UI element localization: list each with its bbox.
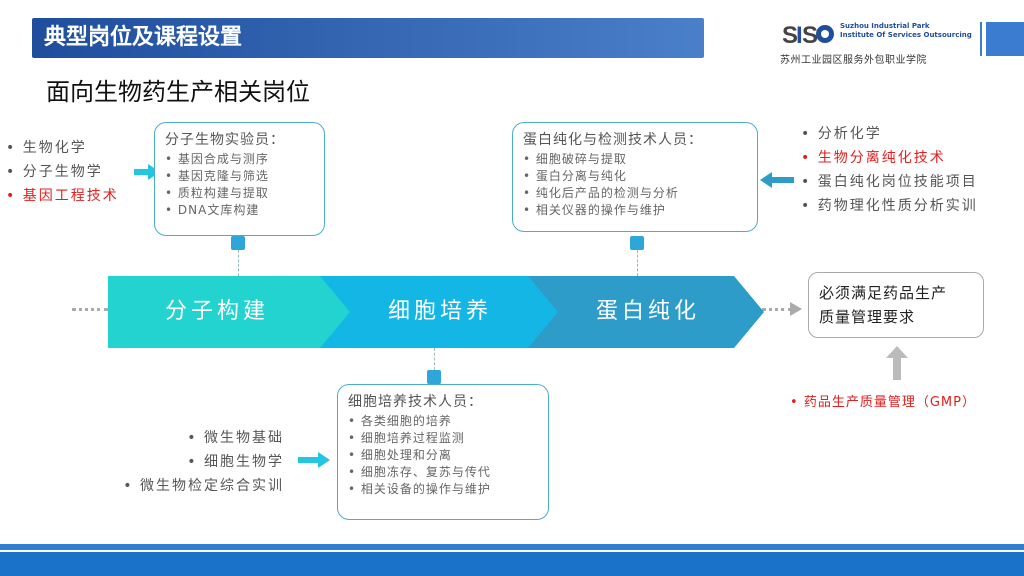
card-title: 蛋白纯化与检测技术人员： <box>523 132 703 148</box>
list-item: 蛋白纯化岗位技能项目 <box>801 170 978 194</box>
gmp-course: • 药品生产质量管理（GMP） <box>790 395 976 410</box>
page-subtitle: 面向生物药生产相关岗位 <box>46 78 310 106</box>
protein-tech-card: 蛋白纯化与检测技术人员： 细胞破碎与提取 蛋白分离与纯化 纯化后产品的检测与分析… <box>512 122 758 232</box>
list-item: 质粒构建与提取 <box>165 185 314 202</box>
list-item: 基因合成与测序 <box>165 151 314 168</box>
process-chevrons <box>108 276 764 348</box>
stage-shape-cell <box>320 276 568 348</box>
stage-protein-label: 蛋白纯化 <box>595 299 700 324</box>
list-item: 微生物检定综合实训 <box>60 474 284 498</box>
arrow-up-icon <box>886 346 908 380</box>
molecular-lab-card: 分子生物实验员： 基因合成与测序 基因克隆与筛选 质粒构建与提取 DNA文库构建 <box>154 122 325 236</box>
connector-line <box>434 348 435 370</box>
list-item: 相关设备的操作与维护 <box>348 481 538 498</box>
list-item: 药物理化性质分析实训 <box>801 194 978 218</box>
list-item: 细胞破碎与提取 <box>523 151 747 168</box>
list-item: 细胞处理和分离 <box>348 447 538 464</box>
institute-logo: S I S Suzhou Industrial Park Institute O… <box>780 20 980 66</box>
corner-block <box>986 22 1024 56</box>
connector-square <box>231 236 245 250</box>
list-item: 细胞生物学 <box>60 450 284 474</box>
flow-dots <box>762 308 792 311</box>
list-item: 基因克隆与筛选 <box>165 168 314 185</box>
connector-line <box>238 250 239 276</box>
footer-bar <box>0 552 1024 576</box>
cell-culture-card: 细胞培养技术人员： 各类细胞的培养 细胞培养过程监测 细胞处理和分离 细胞冻存、… <box>337 384 549 520</box>
list-item: 蛋白分离与纯化 <box>523 168 747 185</box>
svg-text:S: S <box>802 22 818 48</box>
requirement-line: 必须满足药品生产 <box>819 284 948 302</box>
list-item: 相关仪器的操作与维护 <box>523 202 747 219</box>
stage-shape-protein <box>528 276 764 348</box>
connector-line <box>637 250 638 276</box>
stage-molecular-label: 分子构建 <box>164 299 269 324</box>
bottom-course-list: 微生物基础 细胞生物学 微生物检定综合实训 <box>60 426 284 498</box>
list-item: 分析化学 <box>801 122 978 146</box>
logo-chinese-name: 苏州工业园区服务外包职业学院 <box>780 55 927 66</box>
connector-square <box>630 236 644 250</box>
stage-cell-label: 细胞培养 <box>387 299 492 324</box>
card-title: 分子生物实验员： <box>165 132 285 148</box>
arrowhead-icon <box>790 302 802 316</box>
flow-dots <box>72 308 108 311</box>
right-course-list: 分析化学 生物分离纯化技术 蛋白纯化岗位技能项目 药物理化性质分析实训 <box>801 122 978 218</box>
card-title: 细胞培养技术人员： <box>348 394 483 410</box>
stage-shape-molecular <box>108 276 360 348</box>
arrow-left-icon <box>760 172 794 188</box>
svg-text:I: I <box>796 22 803 48</box>
logo-divider <box>980 22 982 56</box>
left-course-list: 生物化学 分子生物学 基因工程技术 <box>6 136 119 208</box>
list-item: DNA文库构建 <box>165 202 314 219</box>
arrow-right-icon <box>298 452 330 468</box>
connector-square <box>427 370 441 384</box>
list-item: 细胞冻存、复苏与传代 <box>348 464 538 481</box>
siso-logo-icon: S I S <box>780 22 834 48</box>
list-item: 生物化学 <box>6 136 119 160</box>
list-item: 各类细胞的培养 <box>348 413 538 430</box>
list-item: 细胞培养过程监测 <box>348 430 538 447</box>
list-item: 纯化后产品的检测与分析 <box>523 185 747 202</box>
requirement-line: 质量管理要求 <box>819 308 916 326</box>
logo-english-name: Suzhou Industrial Park Institute Of Serv… <box>840 22 972 39</box>
page-title: 典型岗位及课程设置 <box>32 18 704 58</box>
list-item: 生物分离纯化技术 <box>801 146 978 170</box>
list-item: 基因工程技术 <box>6 184 119 208</box>
requirement-box: 必须满足药品生产 质量管理要求 <box>808 272 984 338</box>
svg-text:S: S <box>782 22 798 48</box>
list-item: 微生物基础 <box>60 426 284 450</box>
footer-stripe <box>0 544 1024 550</box>
list-item: 分子生物学 <box>6 160 119 184</box>
